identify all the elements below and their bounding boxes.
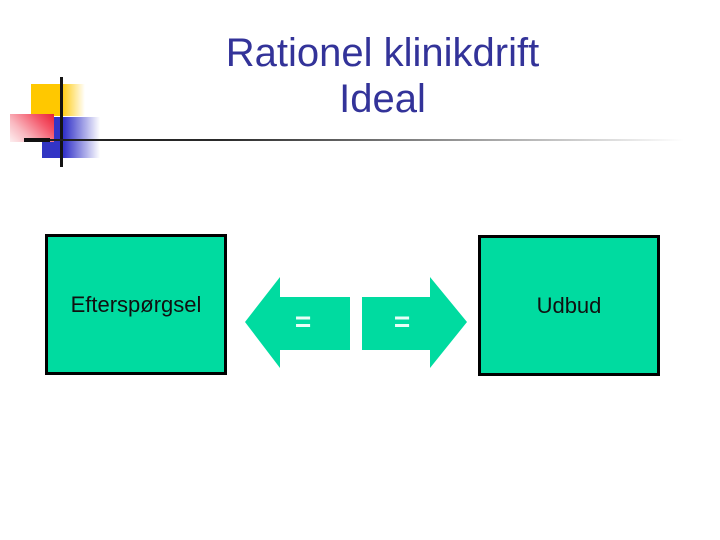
crosshair-vertical-line bbox=[60, 77, 63, 167]
equals-symbol-left: = bbox=[294, 306, 312, 337]
supply-box-label: Udbud bbox=[536, 292, 602, 318]
title-divider-rule bbox=[24, 139, 684, 141]
demand-box-label: Efterspørgsel bbox=[70, 291, 202, 317]
slide-title-line2: Ideal bbox=[339, 77, 426, 121]
left-arrow-icon bbox=[245, 277, 350, 368]
supply-box: Udbud bbox=[478, 235, 660, 376]
demand-box: Efterspørgsel bbox=[45, 234, 227, 375]
equals-symbol-right: = bbox=[393, 306, 411, 337]
crosshair-horizontal-tick bbox=[24, 138, 50, 142]
slide-title-line1: Rationel klinikdrift bbox=[225, 31, 540, 75]
accent-red-square-icon bbox=[10, 114, 54, 142]
right-arrow-icon bbox=[362, 277, 467, 368]
accent-yellow-square-icon bbox=[31, 84, 85, 116]
slide-title: Rationel klinikdrift Ideal bbox=[60, 30, 705, 122]
